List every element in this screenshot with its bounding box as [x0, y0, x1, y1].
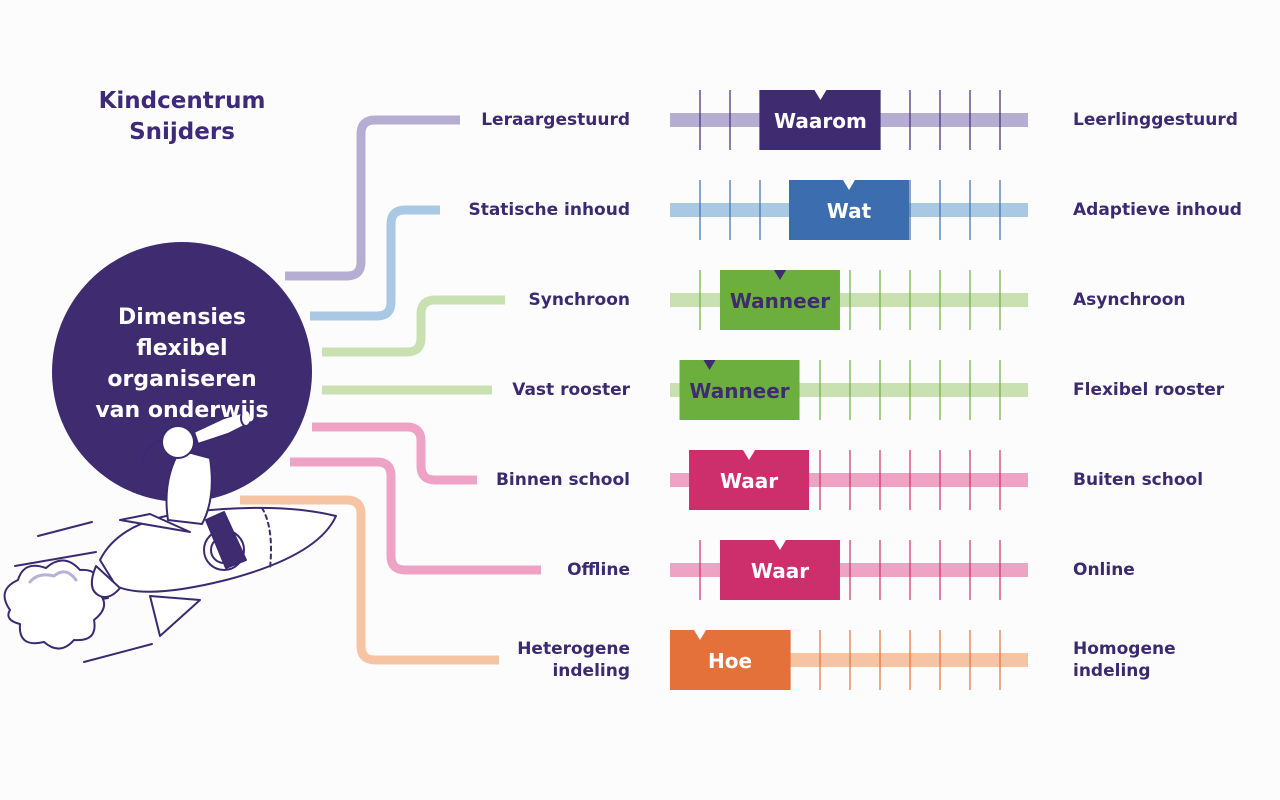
position-marker [679, 360, 800, 420]
dimension-left-label: Offline [567, 560, 630, 580]
organisation-name: Kindcentrum Snijders [82, 86, 282, 148]
marker-label: Hoe [708, 649, 752, 673]
dimension-row: Waarom [670, 90, 1028, 150]
dimension-right-label: Homogene indeling [1073, 639, 1176, 681]
marker-notch [843, 180, 855, 190]
marker-notch [743, 450, 756, 460]
hub-title-line-1: Dimensies [118, 305, 246, 330]
marker-label: Wanneer [689, 379, 789, 403]
dimension-right-label: Asynchroon [1073, 290, 1186, 310]
marker-notch [814, 90, 827, 100]
hub-title: Dimensies flexibel organiseren van onder… [58, 302, 306, 426]
dimension-right-label: Leerlinggestuurd [1073, 110, 1238, 130]
marker-label: Waar [720, 469, 778, 493]
marker-label: Waarom [774, 109, 867, 133]
org-name-line-2: Snijders [129, 119, 235, 145]
connector-line [310, 205, 440, 321]
speed-line [37, 521, 93, 537]
rocket-illustration [3, 409, 337, 663]
org-name-line-1: Kindcentrum [98, 88, 266, 114]
dimension-left-label: Binnen school [495, 470, 630, 490]
marker-label: Wanneer [730, 289, 830, 313]
connector-line [290, 457, 541, 575]
dimension-left-label: Heterogene indeling [517, 639, 630, 681]
marker-notch [703, 360, 716, 370]
dimension-left-label: Leraargestuurd [481, 110, 630, 130]
dimension-left-label: Vast rooster [512, 380, 630, 400]
connector-line [322, 295, 505, 357]
dimension-right-label: Adaptieve inhoud [1073, 200, 1242, 220]
marker-label: Wat [827, 199, 872, 223]
dimension-row: Wanneer [670, 270, 1028, 330]
marker-notch [773, 540, 786, 550]
position-marker [670, 630, 790, 690]
dimension-right-label: Flexibel rooster [1073, 380, 1225, 400]
dimension-left-label: Statische inhoud [468, 200, 630, 220]
hub-circle [52, 242, 312, 502]
dimension-right-label: Online [1073, 560, 1135, 580]
dimension-row: Hoe [670, 630, 1028, 690]
connector-line [312, 422, 477, 485]
connector-lines [240, 115, 541, 665]
hub-title-line-2: flexibel organiseren [107, 336, 257, 392]
hub-title-line-3: van onderwijs [95, 398, 269, 423]
dimension-row: Wanneer [670, 360, 1028, 420]
connector-line [240, 495, 499, 665]
connector-line [285, 115, 460, 281]
dimension-right-label: Buiten school [1073, 470, 1204, 490]
dimension-row: Waar [670, 540, 1028, 600]
marker-notch [694, 630, 706, 640]
dimension-row: Waar [670, 450, 1028, 510]
marker-label: Waar [751, 559, 809, 583]
marker-notch [773, 270, 786, 280]
dimension-left-label: Synchroon [528, 290, 630, 310]
dimension-row: Wat [670, 180, 1028, 240]
